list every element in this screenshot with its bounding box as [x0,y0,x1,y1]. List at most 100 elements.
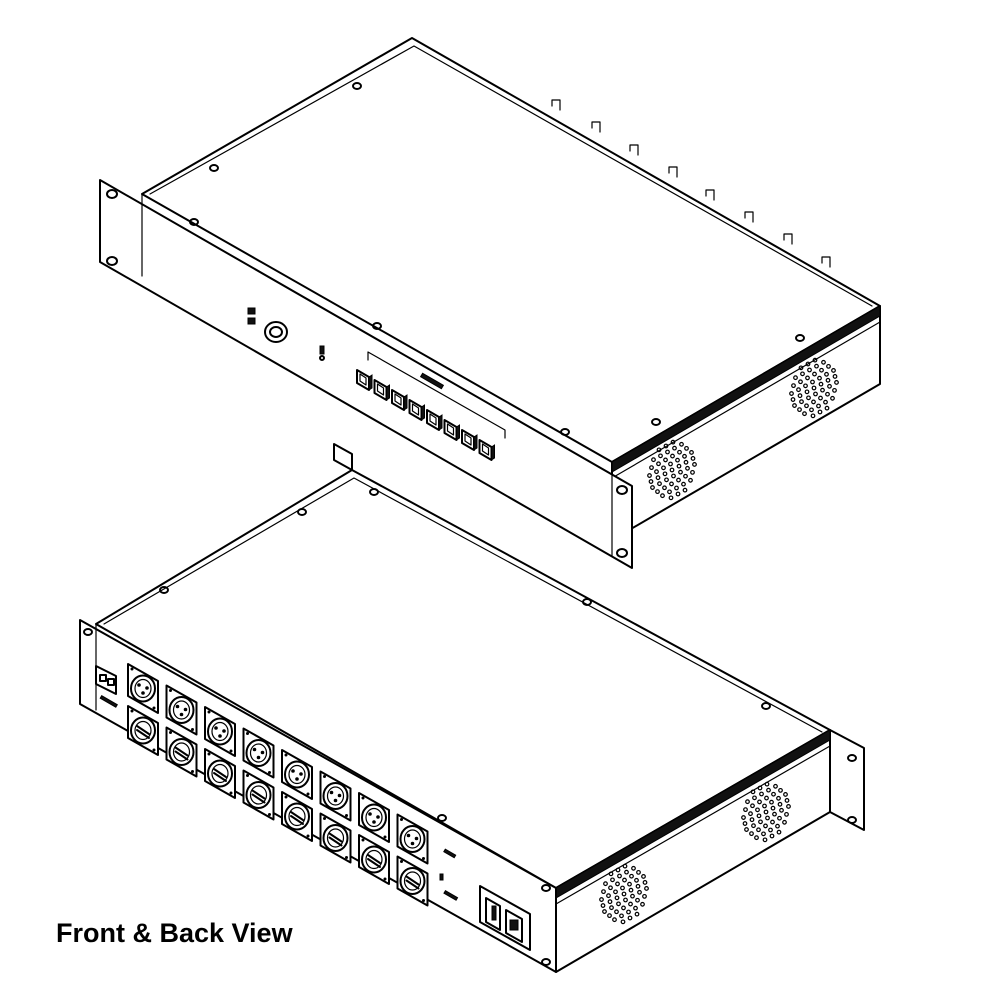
vent-hole [683,459,689,465]
vent-hole [762,803,767,809]
vent-hole [792,403,797,408]
vent-hole [750,789,756,795]
vent-hole [628,887,634,893]
vent-hole [754,835,759,841]
xlr-male-connector [165,726,198,778]
vent-hole [651,457,656,463]
channel-select-buttons [356,369,495,461]
vent-hole [765,815,770,821]
vent-hole [610,877,615,883]
vent-hole [756,827,761,833]
vent-hole [622,877,627,883]
vent-hole [748,811,753,817]
vent-hole [811,399,816,405]
vent-hole [672,445,677,451]
vent-hole [798,365,804,371]
vent-hole [670,453,675,459]
vent-hole [830,395,835,401]
vent-hole [640,901,645,907]
vent-hole [648,479,654,484]
vent-hole [677,449,682,455]
vent-hole [681,481,686,487]
vent-hole [751,823,756,829]
vent-hole [825,377,831,383]
channel-button [478,439,495,461]
xlr-female-connector [165,684,198,736]
vent-hole [790,397,796,402]
vent-hole [660,493,665,499]
vent-hole [831,368,836,373]
vent-hole [764,795,769,801]
vent-hole [690,456,696,461]
vent-hole [661,465,666,471]
vent-hole [813,391,818,397]
vent-hole [825,391,830,397]
vent-hole [826,363,831,369]
vent-hole [635,897,640,903]
vent-hole [667,489,672,495]
vent-hole [619,913,624,919]
vent-hole [745,799,750,805]
vent-hole [823,399,828,405]
vent-hole [688,477,693,483]
vent-hole [768,827,773,833]
xlr-female-connector [396,813,429,865]
vent-hole [690,469,695,475]
vent-hole [764,781,770,787]
vent-hole [663,457,668,463]
vent-hole [816,403,821,409]
vent-hole [797,407,802,413]
vent-hole [798,379,803,385]
channel-button [356,369,373,391]
vent-hole [664,477,669,483]
vent-hole [810,413,816,419]
vent-hole [626,909,631,915]
side-vent-grille [789,357,839,419]
vent-hole [612,917,617,923]
vent-hole [654,469,659,475]
vent-hole [779,807,784,813]
rear-connector-bumps [551,99,831,268]
vent-hole [803,383,808,389]
vent-hole [757,799,762,805]
vent-hole [608,871,614,877]
vent-hole [769,799,774,805]
vent-hole [675,491,681,497]
power-inlet [439,848,531,951]
vent-hole [797,393,803,399]
vent-hole [634,911,640,917]
vent-hole [676,477,681,483]
vent-hole [819,367,824,373]
vent-hole [776,829,782,835]
vent-hole [669,481,674,487]
vent-hole [777,801,783,807]
vent-hole [679,441,684,447]
back-view-unit [79,443,865,973]
front-view-unit [99,37,881,569]
vent-hole [650,485,655,490]
xlr-female-connector [204,706,236,757]
vent-hole [636,869,641,875]
vent-hole [758,819,763,825]
vent-hole [782,819,787,825]
vent-hole [769,833,775,839]
vent-hole [689,450,694,455]
power-knob [264,321,288,343]
terminal-connector [95,665,118,708]
xlr-male-connector [396,855,429,907]
channel-button [391,389,408,411]
vent-hole [805,375,810,381]
vent-hole [810,379,815,385]
vent-hole [796,387,801,393]
vent-hole [657,481,662,487]
vent-hole [602,909,607,914]
vent-hole [804,403,809,409]
vent-hole [762,837,768,843]
xlr-connectors [127,663,429,907]
vent-hole [756,813,762,819]
vent-hole [662,471,668,477]
vent-hole [763,809,769,815]
vent-hole [755,807,760,813]
vent-hole [630,893,635,899]
